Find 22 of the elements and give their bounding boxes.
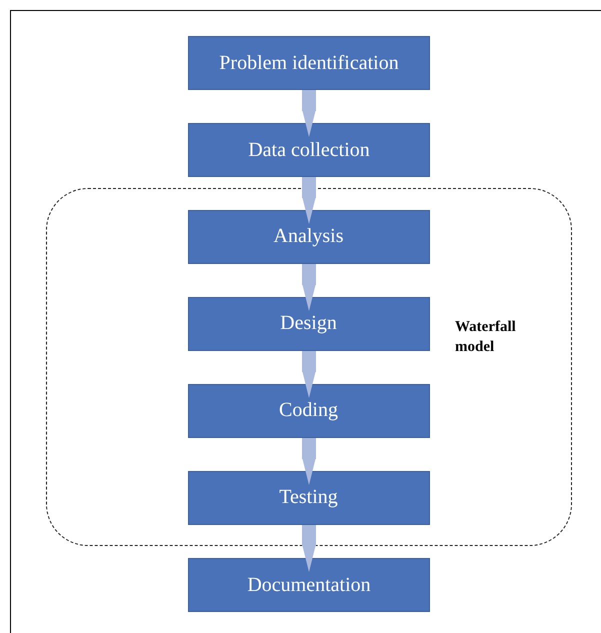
block-arrow [302, 351, 316, 398]
box-label: Testing [279, 486, 338, 509]
process-box [188, 384, 430, 438]
block-arrow [302, 90, 316, 137]
process-box [188, 123, 430, 177]
process-box [188, 36, 430, 90]
block-arrow [302, 525, 316, 572]
dashed-group-boundary [46, 188, 572, 546]
box-label: Analysis [274, 225, 344, 248]
group-label: Waterfall model [455, 318, 517, 357]
box-label: Design [280, 312, 337, 335]
box-label: Documentation [247, 574, 371, 596]
process-box [188, 558, 430, 612]
box-label: Data collection [248, 138, 370, 162]
box-label: Problem identification [219, 52, 399, 74]
block-arrow [302, 177, 316, 224]
block-arrow [302, 438, 316, 485]
block-arrow [302, 264, 316, 311]
process-box [188, 210, 430, 264]
process-box [188, 296, 430, 350]
process-box [188, 470, 430, 524]
box-label: Coding [279, 399, 338, 422]
